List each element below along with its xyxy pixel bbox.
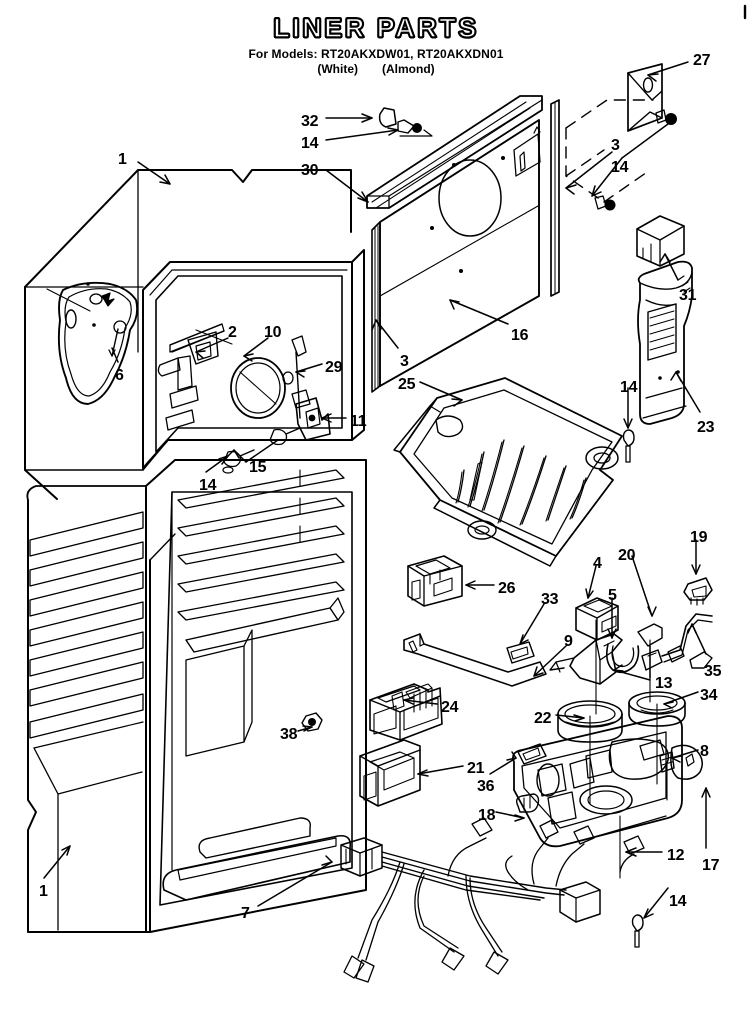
callout-3-panel: 3 xyxy=(400,353,409,370)
callout-29: 29 xyxy=(325,359,343,376)
callout-30: 30 xyxy=(301,162,319,179)
model-separator: , xyxy=(410,47,414,62)
title-block: LINER PARTS For Models: RT20AKXDW01, RT2… xyxy=(0,13,752,76)
callout-20: 20 xyxy=(618,547,636,564)
callout-33: 33 xyxy=(541,591,559,608)
freezer-liner-body xyxy=(24,169,365,500)
callout-17: 17 xyxy=(702,857,720,874)
model-number-2: RT20AKXDN01 xyxy=(417,47,504,62)
page-title: LINER PARTS xyxy=(272,13,479,43)
callout-8: 8 xyxy=(700,743,709,760)
callout-16: 16 xyxy=(511,327,529,344)
bracket-arm-part13 xyxy=(549,633,623,685)
color-line: (White) (Almond) xyxy=(0,62,752,76)
callout-7: 7 xyxy=(241,905,250,922)
callout-32: 32 xyxy=(301,113,319,130)
color-variant-1: (White) xyxy=(317,61,358,76)
rear-liner-panel-part16 xyxy=(371,119,541,393)
wire-harness-part7 xyxy=(340,817,645,983)
callout-10: 10 xyxy=(264,324,282,341)
hose-part5 xyxy=(606,643,640,674)
evaporator-fan-assembly xyxy=(157,323,331,474)
callout-18: 18 xyxy=(478,807,496,824)
callout-12: 12 xyxy=(667,847,685,864)
callout-25: 25 xyxy=(398,376,416,393)
model-line: For Models: RT20AKXDW01, RT20AKXDN01 xyxy=(0,47,752,61)
callout-6: 6 xyxy=(115,367,124,384)
callout-14-plug: 14 xyxy=(301,135,319,152)
callout-24: 24 xyxy=(441,699,459,716)
air-duct-part23 xyxy=(637,260,693,425)
callout-1-top: 1 xyxy=(118,151,127,168)
model-number-1: RT20AKXDW01 xyxy=(321,47,411,62)
callout-15: 15 xyxy=(249,459,267,476)
vertical-post-part3 xyxy=(550,99,654,297)
callout-2: 2 xyxy=(228,324,237,341)
callout-26: 26 xyxy=(498,580,516,597)
callout-14-freezer: 14 xyxy=(199,477,217,494)
cover-cap-part31 xyxy=(636,215,685,267)
callout-13: 13 xyxy=(655,675,673,692)
callout-11: 11 xyxy=(350,413,367,430)
callout-27: 27 xyxy=(693,52,711,69)
callout-4: 4 xyxy=(593,555,602,572)
color-variant-2: (Almond) xyxy=(382,61,435,76)
callout-23: 23 xyxy=(697,419,715,436)
fresh-food-liner-cabinet xyxy=(26,459,367,933)
callout-14-bottom: 14 xyxy=(669,893,687,910)
leader-lines xyxy=(43,61,711,919)
liner-bracket-part6 xyxy=(46,281,139,405)
control-module-part26 xyxy=(407,555,463,607)
callout-14-post: 14 xyxy=(611,159,629,176)
base-housing-part12 xyxy=(512,619,703,848)
callout-19: 19 xyxy=(690,529,708,546)
callout-5: 5 xyxy=(608,587,617,604)
lever-linkage-20-19-35 xyxy=(637,577,713,679)
trim-strip-part30 xyxy=(366,95,543,209)
callout-38: 38 xyxy=(280,726,298,743)
callout-21: 21 xyxy=(467,760,485,777)
callout-36: 36 xyxy=(477,778,495,795)
callout-1-bottom: 1 xyxy=(39,883,48,900)
screw-post-bottom xyxy=(594,195,616,211)
corner-bracket-part27 xyxy=(627,63,677,132)
clip-part33 xyxy=(506,641,535,664)
callout-9: 9 xyxy=(564,633,573,650)
bin-blocks-24-21 xyxy=(359,683,443,807)
callout-31: 31 xyxy=(679,287,697,304)
callout-14-drainpan: 14 xyxy=(620,379,638,396)
screw-bottom-right xyxy=(631,914,644,948)
callout-34: 34 xyxy=(700,687,718,704)
callout-35: 35 xyxy=(704,663,722,680)
callout-3-post: 3 xyxy=(611,137,620,154)
callout-22: 22 xyxy=(534,710,552,727)
screw-drainpan xyxy=(622,429,635,463)
model-prefix: For Models: xyxy=(248,47,318,62)
drain-pan-part25 xyxy=(393,377,623,567)
